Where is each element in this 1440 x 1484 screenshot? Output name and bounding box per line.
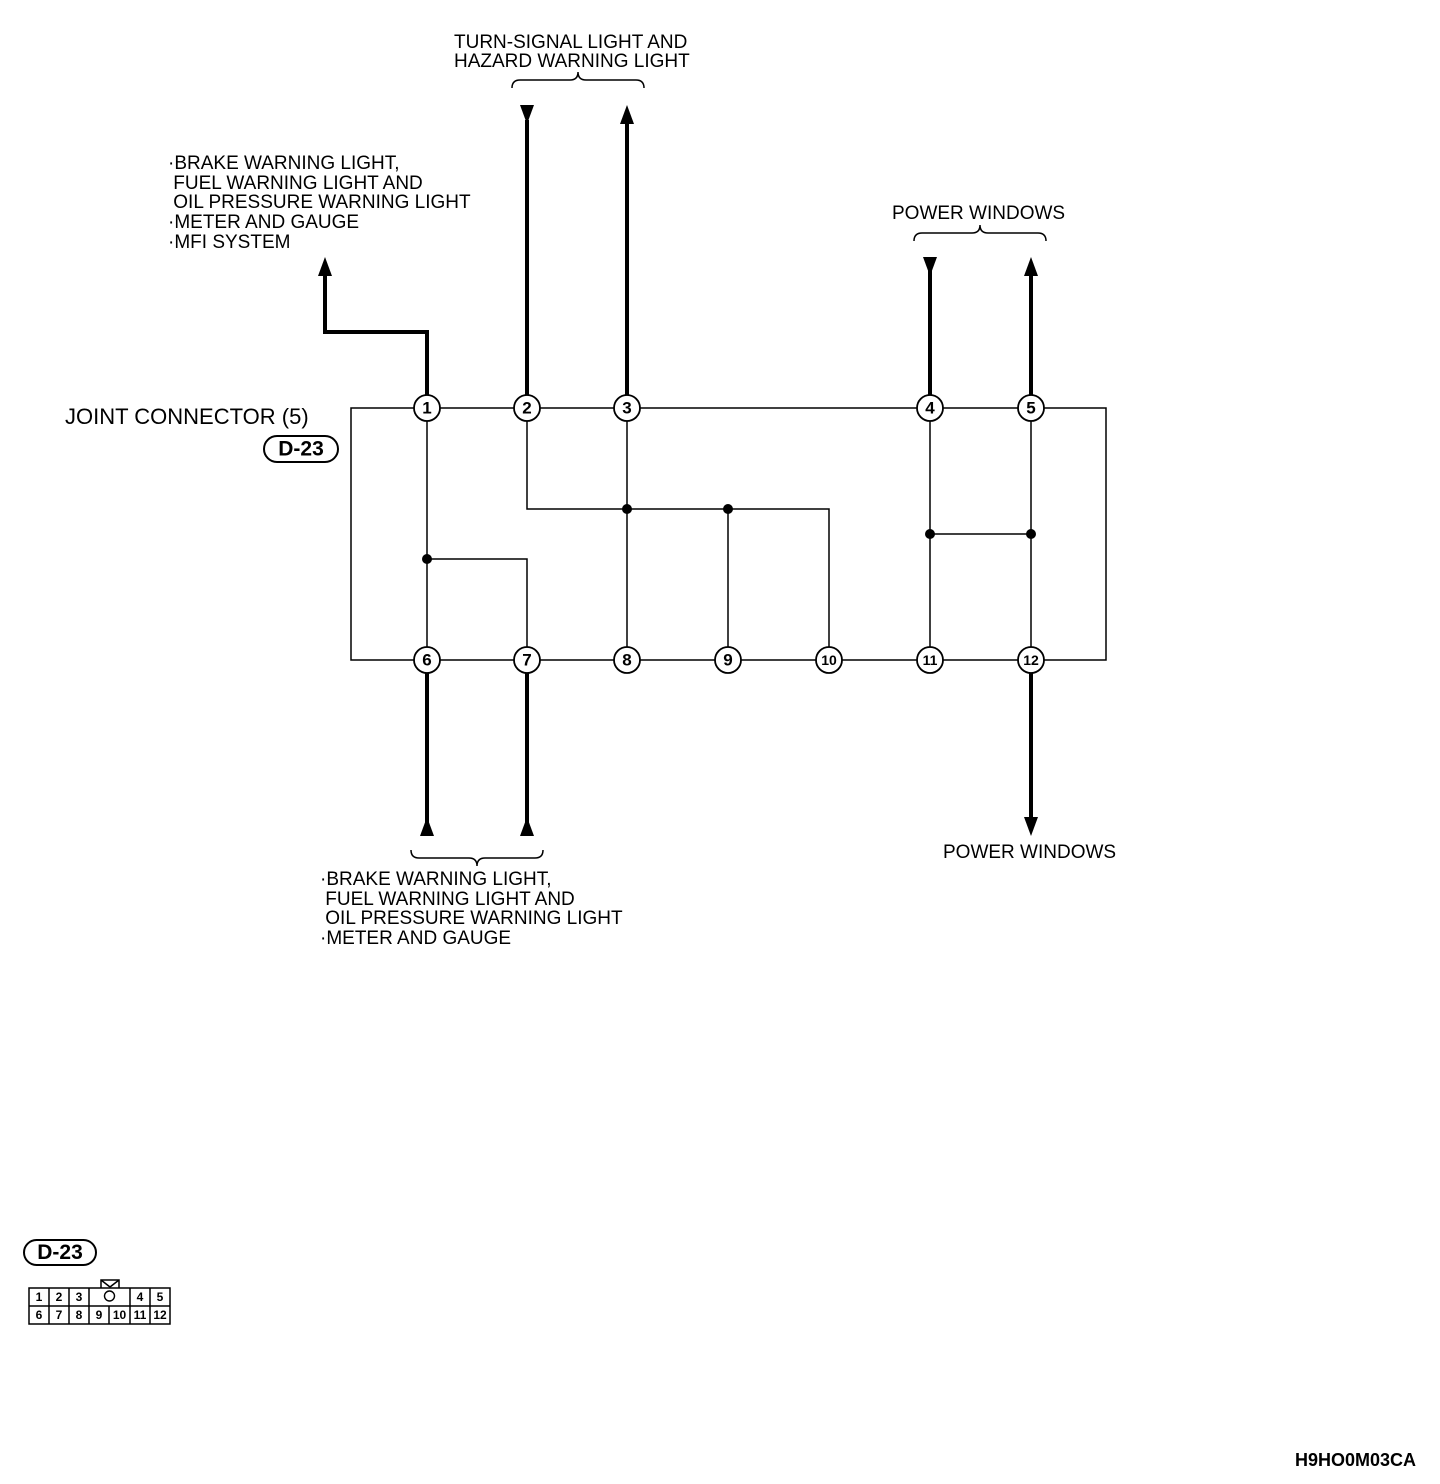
svg-text:6: 6	[422, 651, 431, 670]
pin-7: 7	[513, 646, 541, 674]
pin-10: 10	[815, 646, 843, 674]
svg-text:12: 12	[1023, 652, 1039, 668]
connector-face-tag-frame	[23, 1239, 97, 1266]
pin-9: 9	[714, 646, 742, 674]
arrow-down-icon	[923, 257, 937, 276]
top-left-label-line-3: OIL PRESSURE WARNING LIGHT	[168, 192, 471, 213]
arrow-down-icon	[520, 105, 534, 124]
connector-pins: 1 2 3 4 5 6 7 8 9 10 11 12	[413, 394, 1045, 674]
external-wires	[323, 120, 1033, 823]
pin-1: 1	[413, 394, 441, 422]
pin-4: 4	[916, 394, 944, 422]
figure-code: H9HO0M03CA	[1295, 1450, 1416, 1470]
arrow-up-icon	[520, 817, 534, 836]
bottom-left-brace	[410, 849, 544, 867]
svg-text:4: 4	[925, 399, 935, 418]
svg-text:2: 2	[522, 399, 531, 418]
top-center-brace	[511, 71, 645, 89]
junction-dots	[422, 504, 1036, 564]
svg-text:8: 8	[622, 651, 631, 670]
top-right-label: POWER WINDOWS	[892, 203, 1065, 224]
connector-tag: D-23	[263, 435, 339, 463]
face-pin: 4	[137, 1290, 144, 1304]
connector-face: 1 2 3 4 5 6 7 8 9 10 11 12	[28, 1279, 171, 1325]
connector-tag-frame	[263, 435, 339, 463]
bottom-left-label-line-4: ·METER AND GAUGE	[320, 928, 511, 949]
face-pin: 3	[76, 1290, 83, 1304]
svg-text:7: 7	[522, 651, 531, 670]
arrow-up-icon	[1024, 257, 1038, 276]
arrow-down-icon	[1024, 817, 1038, 836]
face-pin: 8	[76, 1308, 83, 1322]
face-pin: 5	[157, 1290, 164, 1304]
arrow-heads	[318, 105, 1038, 836]
face-pin: 9	[96, 1308, 103, 1322]
face-pin: 10	[113, 1308, 127, 1322]
pin-12: 12	[1017, 646, 1045, 674]
arrow-up-icon	[318, 257, 332, 276]
face-pin: 2	[56, 1290, 63, 1304]
connector-face-tag: D-23	[23, 1239, 97, 1266]
top-center-label: TURN-SIGNAL LIGHT AND HAZARD WARNING LIG…	[454, 32, 690, 72]
connector-title: JOINT CONNECTOR (5)	[65, 404, 309, 429]
pin-6: 6	[413, 646, 441, 674]
svg-text:1: 1	[422, 399, 431, 418]
face-pin: 1	[36, 1290, 43, 1304]
top-left-label-line-2: FUEL WARNING LIGHT AND	[168, 173, 423, 194]
top-left-label-line-4: ·METER AND GAUGE	[168, 212, 359, 233]
bottom-right-label: POWER WINDOWS	[943, 842, 1116, 863]
connector-face-tag-text: D-23	[37, 1241, 83, 1264]
top-left-label-line-5: ·MFI SYSTEM	[168, 232, 290, 253]
top-left-label: ·BRAKE WARNING LIGHT, FUEL WARNING LIGHT…	[168, 153, 471, 253]
bottom-left-label-line-3: OIL PRESSURE WARNING LIGHT	[320, 908, 623, 929]
face-pin: 7	[56, 1308, 63, 1322]
pin-11: 11	[916, 646, 944, 674]
key-circle-icon	[103, 1290, 116, 1302]
bottom-left-label-line-1: ·BRAKE WARNING LIGHT,	[320, 869, 552, 890]
internal-wiring	[426, 408, 1032, 660]
top-center-label-line-2: HAZARD WARNING LIGHT	[454, 51, 690, 72]
arrow-up-icon	[620, 105, 634, 124]
pin-3: 3	[613, 394, 641, 422]
face-pin: 12	[153, 1308, 167, 1322]
arrow-up-icon	[420, 817, 434, 836]
bottom-left-label: ·BRAKE WARNING LIGHT, FUEL WARNING LIGHT…	[320, 869, 623, 949]
svg-text:5: 5	[1026, 399, 1035, 418]
top-center-label-line-1: TURN-SIGNAL LIGHT AND	[454, 32, 687, 53]
face-pin: 6	[36, 1308, 43, 1322]
pin-5: 5	[1017, 394, 1045, 422]
svg-text:10: 10	[821, 652, 837, 668]
pin-8: 8	[613, 646, 641, 674]
bottom-left-label-line-2: FUEL WARNING LIGHT AND	[320, 889, 575, 910]
top-left-label-line-1: ·BRAKE WARNING LIGHT,	[168, 153, 400, 174]
pin-2: 2	[513, 394, 541, 422]
svg-text:3: 3	[622, 399, 631, 418]
svg-text:11: 11	[923, 652, 938, 668]
top-right-brace	[913, 224, 1047, 242]
face-pin: 11	[134, 1308, 147, 1322]
svg-text:9: 9	[723, 651, 732, 670]
connector-tag-text: D-23	[278, 438, 324, 461]
